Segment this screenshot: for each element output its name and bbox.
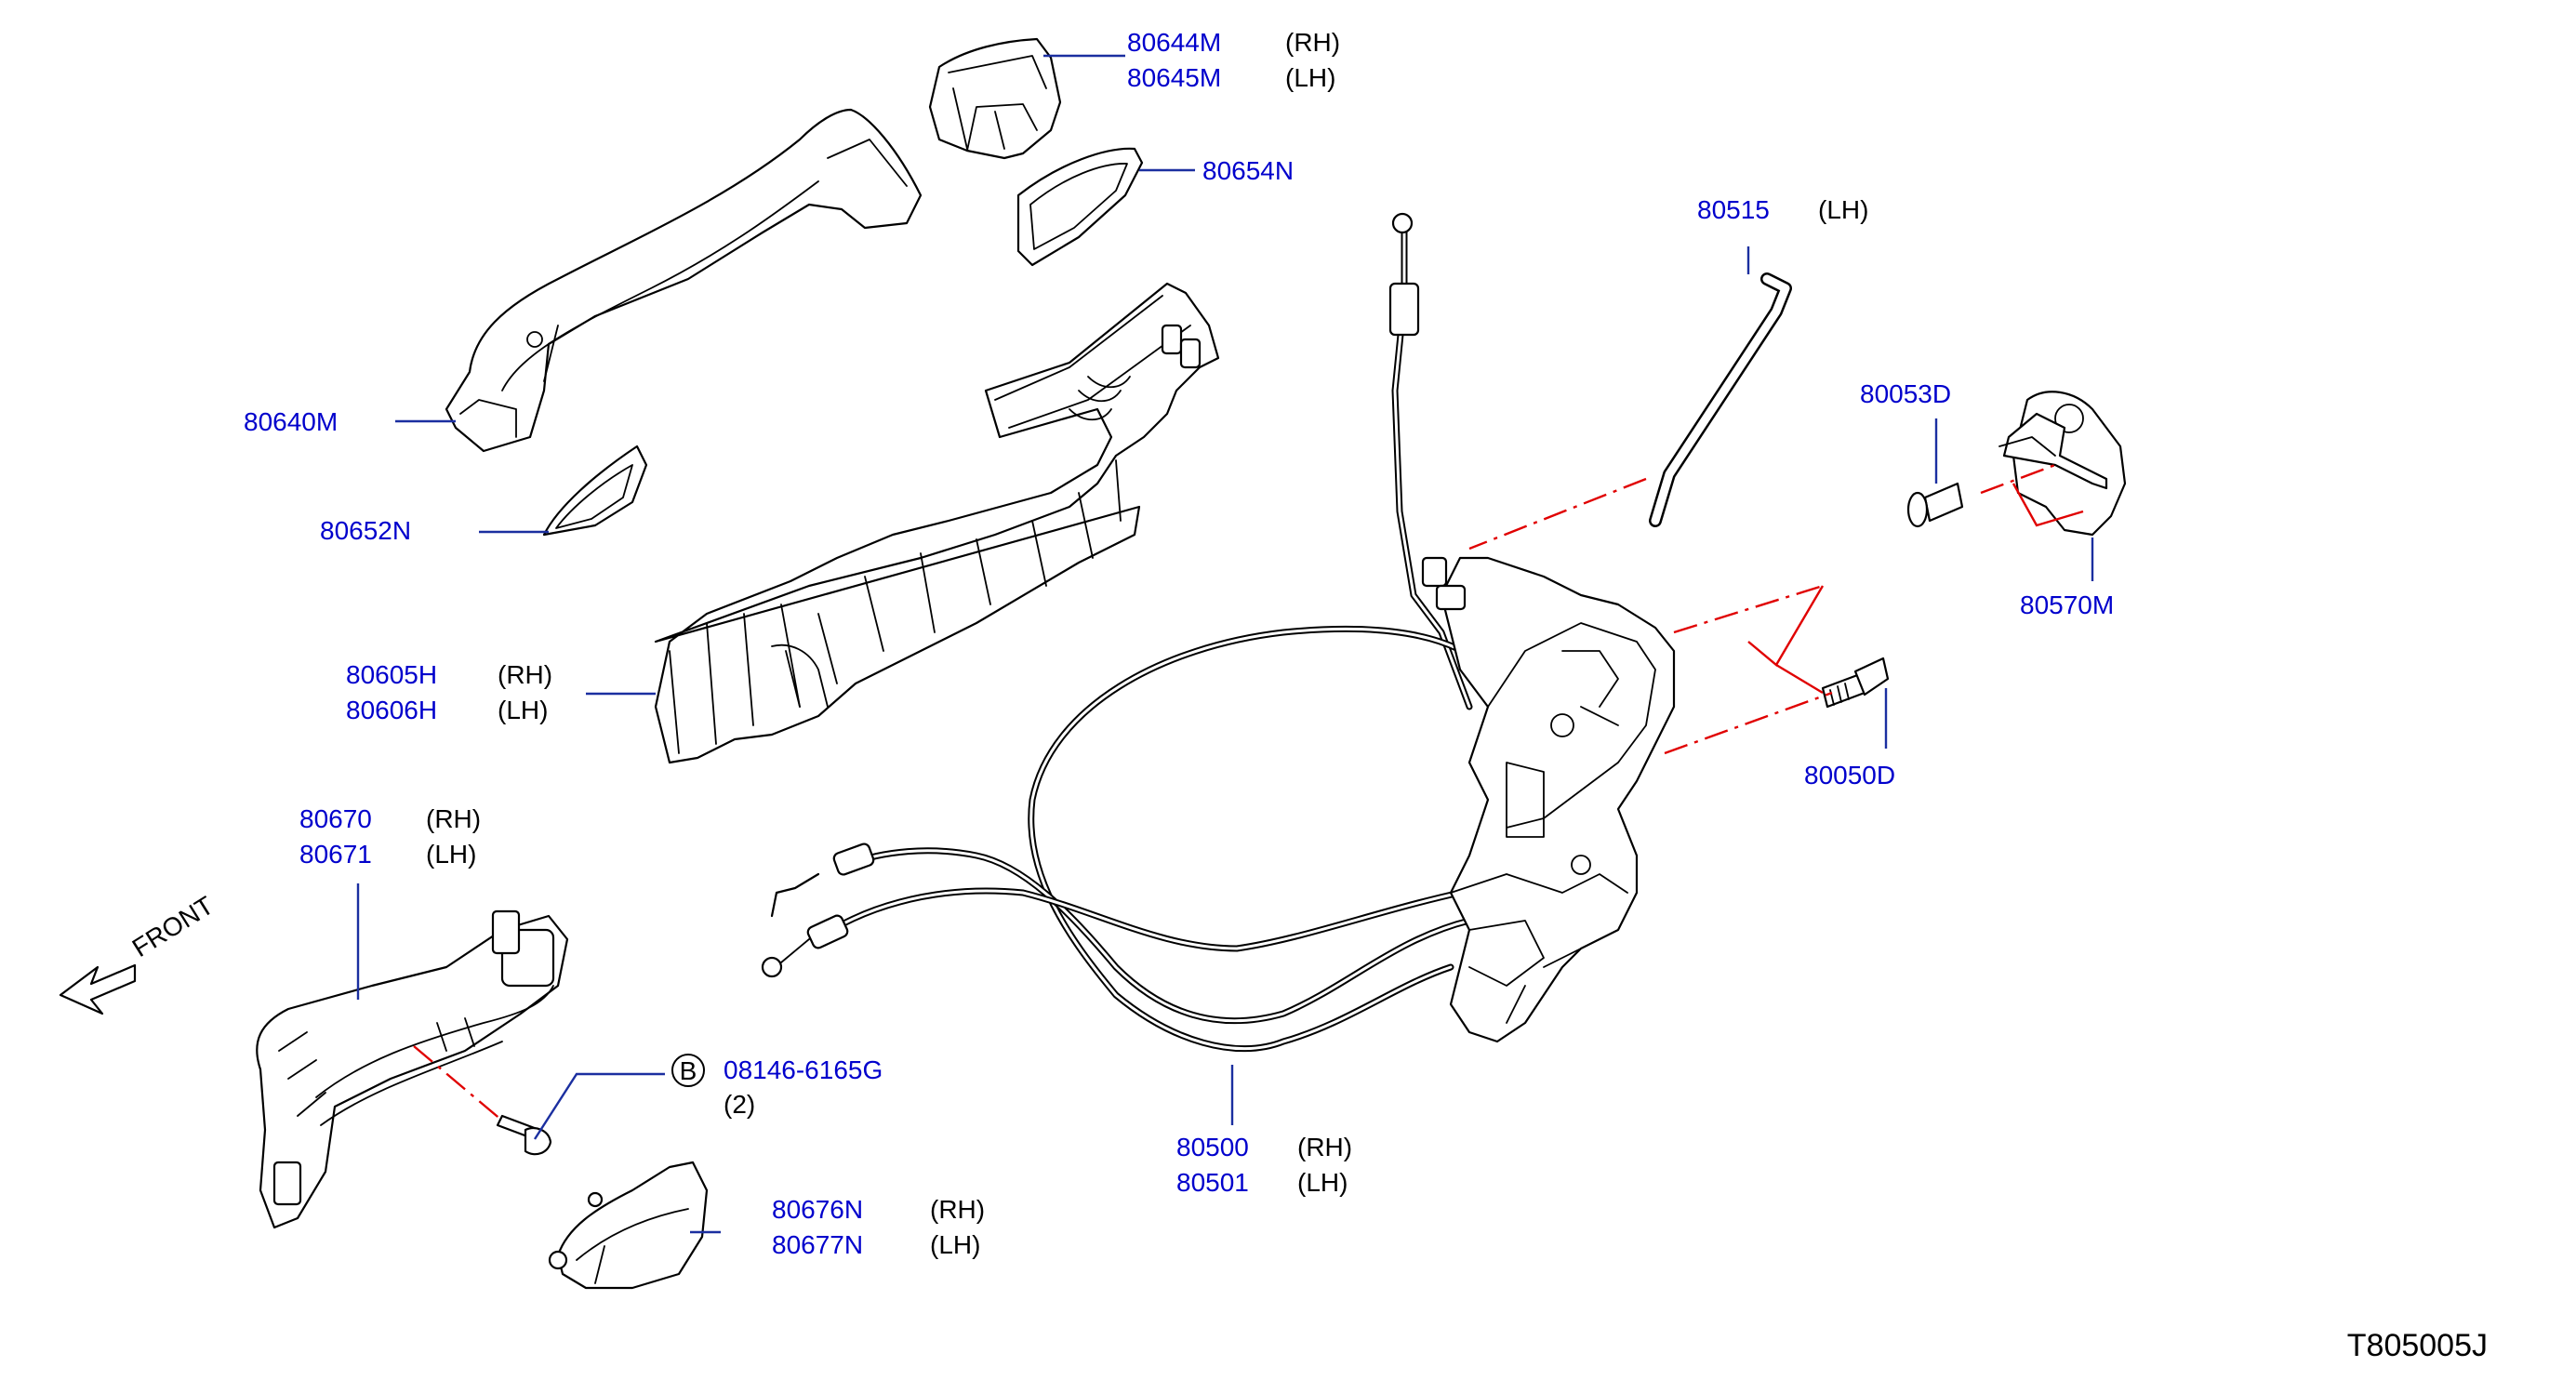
callout-80676N: 80676N (RH) 80677N (LH) [772, 1195, 985, 1259]
callout-80652N: 80652N [320, 516, 411, 545]
part-number: 80640M [244, 407, 338, 436]
side-label: (LH) [1818, 195, 1868, 224]
inside-handle-part [256, 909, 569, 1229]
part-number: 80652N [320, 516, 411, 545]
part-number: 80670 [299, 804, 372, 833]
part-number: 08146-6165G [724, 1055, 883, 1084]
callout-80050D: 80050D [1804, 761, 1895, 790]
callout-80515: 80515 (LH) [1697, 195, 1868, 224]
inside-handle-bolt-part [496, 1114, 552, 1156]
part-number: 80676N [772, 1195, 863, 1224]
part-number: 80050D [1804, 761, 1895, 790]
side-label: (RH) [1285, 28, 1340, 57]
part-number: 80654N [1202, 156, 1294, 185]
lock-cable-part [761, 212, 1492, 1053]
side-label: (RH) [498, 660, 552, 689]
side-label: (LH) [930, 1230, 980, 1259]
callout-80053D: 80053D [1860, 379, 1951, 408]
part-number: 80671 [299, 840, 372, 869]
side-label: (RH) [426, 804, 481, 833]
callout-80605H: 80605H (RH) 80606H (LH) [346, 660, 552, 724]
side-label: (RH) [930, 1195, 985, 1224]
front-arrow-icon [59, 963, 137, 1015]
part-number: 80677N [772, 1230, 863, 1259]
callout-leader-lines [356, 54, 2094, 1234]
side-label: (LH) [426, 840, 476, 869]
installation-guide-lines [413, 463, 2084, 1121]
part-number: 80644M [1127, 28, 1221, 57]
side-label: (LH) [1297, 1168, 1348, 1197]
diagram-reference-code: T805005J [2347, 1328, 2488, 1363]
part-number: 80500 [1176, 1133, 1249, 1161]
callout-80644M: 80644M (RH) 80645M (LH) [1127, 28, 1340, 92]
striker-screw-part [1906, 482, 1964, 528]
part-number: 80570M [2020, 590, 2114, 619]
side-label: (LH) [498, 696, 548, 724]
bolt-symbol-icon [671, 1054, 705, 1087]
part-number: 80053D [1860, 379, 1951, 408]
callout-80670: 80670 (RH) 80671 (LH) [299, 804, 481, 869]
callout-80640M: 80640M [244, 407, 338, 436]
actuator-screw-part [1821, 657, 1890, 709]
side-label: (RH) [1297, 1133, 1352, 1161]
callout-80500: 80500 (RH) 80501 (LH) [1176, 1133, 1352, 1197]
callout-80654N: 80654N [1202, 156, 1294, 185]
front-label: FRONT [127, 891, 219, 962]
handle-frame-part [654, 282, 1220, 764]
side-label: (LH) [1285, 63, 1335, 92]
door-lock-actuator-part [1421, 556, 1676, 1043]
part-number: 80501 [1176, 1168, 1249, 1197]
bolt-symbol-letter: B [680, 1056, 697, 1085]
front-direction-indicator: FRONT [59, 891, 219, 1015]
lock-rod-part [1649, 272, 1792, 527]
handle-front-gasket-part [542, 445, 648, 537]
handle-cap-part [928, 37, 1062, 160]
part-number: 80515 [1697, 195, 1770, 224]
inside-handle-escutcheon-part [548, 1161, 709, 1290]
callout-80570M: 80570M [2020, 590, 2114, 619]
outside-handle-part [445, 108, 923, 453]
door-striker-part [1998, 391, 2127, 537]
part-number: 80645M [1127, 63, 1221, 92]
part-number: 80606H [346, 696, 437, 724]
part-number: 80605H [346, 660, 437, 689]
callout-08146-6165G: B 08146-6165G (2) [671, 1054, 883, 1119]
handle-gasket-part [1016, 147, 1144, 267]
quantity-label: (2) [724, 1090, 755, 1119]
